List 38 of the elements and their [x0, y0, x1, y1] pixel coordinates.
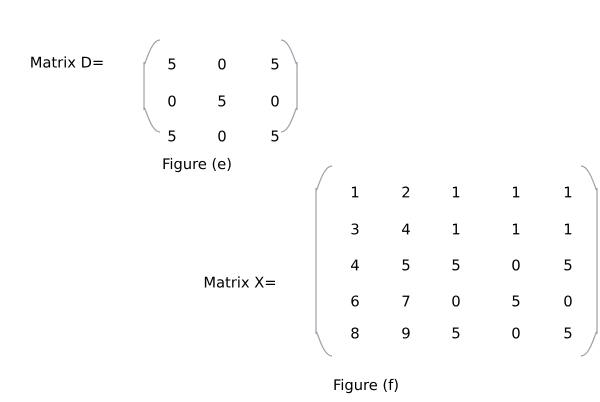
- matrix-entry: 5: [168, 58, 176, 70]
- matrix-entry: 5: [564, 260, 572, 270]
- matrix-entry: 5: [452, 260, 460, 270]
- matrix-entry: 0: [564, 295, 572, 307]
- matrix-entry: 8: [351, 327, 359, 339]
- figure-caption: Figure (f): [334, 378, 398, 394]
- matrix-entry: 1: [564, 224, 572, 234]
- matrix-entry: 5: [218, 96, 226, 106]
- matrix-entry: 7: [402, 296, 410, 306]
- matrix-entry: 1: [564, 186, 572, 198]
- matrix-entry: 0: [168, 95, 176, 107]
- matrix-entry: 4: [351, 260, 359, 270]
- matrix-entry: 5: [452, 328, 460, 338]
- matrix-label: Matrix D=: [31, 56, 103, 68]
- matrix-entry: 1: [452, 224, 460, 234]
- matrix-entry: 0: [512, 327, 520, 339]
- matrix-entry: 5: [271, 130, 278, 142]
- matrix-entry: 1: [512, 186, 520, 198]
- matrix-entry: 0: [452, 295, 460, 307]
- matrix-entry: 5: [271, 58, 278, 70]
- matrix-entry: 5: [564, 328, 572, 338]
- matrix-entry: 6: [351, 295, 359, 307]
- matrix-entry: 5: [402, 260, 410, 270]
- matrix-entry: 5: [512, 296, 520, 306]
- matrix-entry: 0: [512, 259, 520, 271]
- matrix-entry: 1: [452, 186, 460, 198]
- matrix-entry: 1: [352, 186, 358, 198]
- matrix-entry: 0: [218, 130, 226, 142]
- matrix-entry: 0: [218, 58, 226, 70]
- matrix-entry: 4: [402, 224, 410, 234]
- matrix-entry: 2: [402, 186, 410, 198]
- matrix-entry: 5: [168, 130, 176, 142]
- matrix-entry: 9: [402, 327, 410, 339]
- figure-caption: Figure (e): [164, 158, 231, 172]
- matrix-entry: 3: [351, 223, 358, 235]
- matrix-entry: 0: [271, 95, 279, 107]
- matrix-entry: 1: [512, 224, 520, 234]
- matrix-label: Matrix X=: [204, 276, 276, 288]
